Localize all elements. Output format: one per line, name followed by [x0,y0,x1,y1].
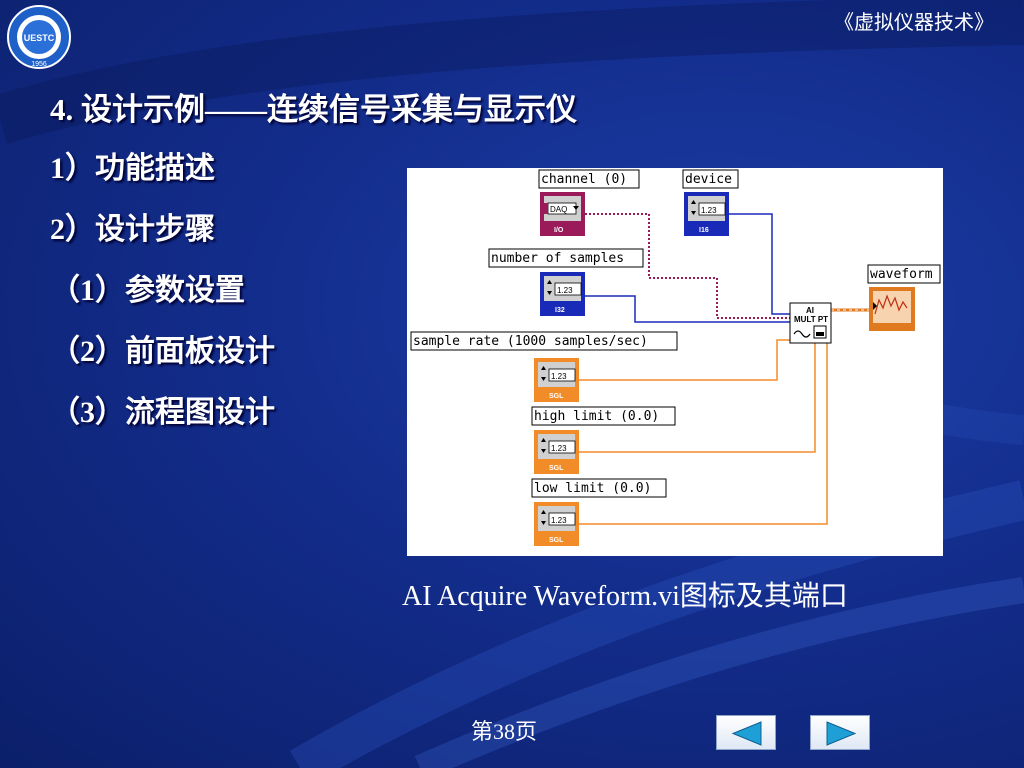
daq-text: DAQ [550,205,567,214]
ai-acquire-waveform-vi-icon[interactable]: AI MULT PT [789,302,832,344]
samples-num: 1.23 [557,286,573,295]
outline-item: 1）功能描述 [50,152,215,185]
high-label: high limit (0.0) [534,409,659,424]
outline-list: 1）功能描述 2）设计步骤 （1）参数设置 （2）前面板设计 （3）流程图设计 [50,146,275,451]
low-wire [579,340,828,525]
university-logo: UESTC 1956 [7,5,71,69]
high-wire [579,340,816,453]
io-tag: I/O [554,227,564,234]
diagram-wires [579,213,869,525]
samples-label: number of samples [491,251,624,266]
device-label: device [685,172,732,187]
slide-heading: 4. 设计示例——连续信号采集与显示仪 [50,92,577,127]
logo-text: UESTC [24,33,55,43]
high-terminal[interactable]: 1.23 SGL [534,430,579,474]
rate-terminal[interactable]: 1.23 SGL [534,358,579,402]
vi-line1: AI [806,306,814,315]
i16-tag: I16 [699,227,709,234]
next-slide-button[interactable] [810,715,870,750]
high-num: 1.23 [551,444,567,453]
device-num: 1.23 [701,206,717,215]
channel-label: channel (0) [541,172,627,187]
outline-item: 2）设计步骤 [50,213,215,246]
i32-tag: I32 [555,307,565,314]
rate-num: 1.23 [551,372,567,381]
vi-line2: MULT PT [794,315,828,324]
outline-item: （2）前面板设计 [50,335,275,368]
triangle-right-icon [826,721,857,746]
sine-wave-icon [793,330,811,338]
low-label: low limit (0.0) [534,481,651,496]
outline-item: （1）参数设置 [50,274,245,307]
triangle-left-icon [731,721,762,746]
waveform-graph-icon [874,294,908,315]
previous-slide-button[interactable] [716,715,776,750]
block-diagram: channel (0) DAQ I/O device 1.23 I16 numb… [407,168,943,556]
logo-year: 1956 [31,61,47,68]
sgl-tag: SGL [549,465,564,472]
channel-wire [585,213,790,319]
device-wire [729,213,790,315]
rate-label: sample rate (1000 samples/sec) [413,334,648,349]
course-title: 《虚拟仪器技术》 [834,12,994,34]
rate-wire [579,339,790,381]
device-terminal[interactable]: 1.23 I16 [684,192,729,236]
samples-wire [585,295,790,323]
sgl-tag: SGL [549,537,564,544]
diagram-caption: AI Acquire Waveform.vi图标及其端口 [402,581,848,612]
page-number: 第38页 [471,719,538,744]
waveform-label: waveform [870,267,933,282]
outline-item: （3）流程图设计 [50,396,275,429]
channel-terminal[interactable]: DAQ I/O [540,192,585,236]
low-terminal[interactable]: 1.23 SGL [534,502,579,546]
waveform-terminal[interactable] [869,287,915,331]
sgl-tag: SGL [549,393,564,400]
low-num: 1.23 [551,516,567,525]
samples-terminal[interactable]: 1.23 I32 [540,272,585,316]
